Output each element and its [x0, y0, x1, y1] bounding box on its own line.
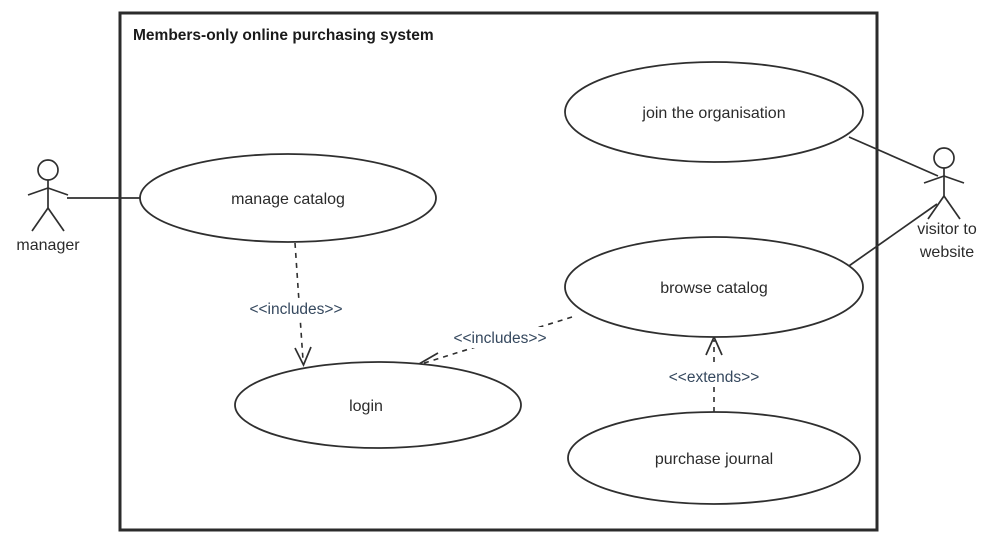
stereotype-label: <<includes>>	[453, 330, 546, 347]
actor-label: manager	[16, 237, 80, 254]
actor-leg-right-icon	[943, 195, 961, 220]
actor-arm-left-icon	[27, 187, 49, 196]
use-case-browse-catalog[interactable]: browse catalog	[564, 236, 864, 338]
use-case-ellipse	[234, 361, 522, 449]
use-case-ellipse	[564, 61, 864, 163]
stereotype-label-backdrop	[432, 327, 568, 348]
stereotype-includes-browse-catalog: <<includes>>	[432, 327, 568, 348]
actor-label-line-1: visitor to	[917, 221, 977, 238]
use-case-ellipse	[567, 411, 861, 505]
actor-arm-right-icon	[47, 187, 69, 196]
use-case-label: join the organisation	[641, 105, 785, 122]
stereotype-label-backdrop	[646, 366, 782, 387]
use-case-ellipse	[139, 153, 437, 243]
stereotype-label-backdrop	[228, 298, 364, 319]
association-browse-catalog-to-visitor	[845, 203, 938, 269]
actor-head-icon	[37, 159, 59, 181]
use-case-label: login	[349, 398, 383, 415]
actor-head-icon	[933, 147, 955, 169]
actor-leg-left-icon	[927, 195, 945, 220]
association-join-organisation-to-visitor	[848, 136, 939, 177]
use-case-label: browse catalog	[660, 280, 768, 297]
actor-arm-left-icon	[923, 175, 945, 184]
actor-manager[interactable]: manager	[16, 159, 80, 254]
use-case-label: purchase journal	[655, 451, 773, 468]
stereotype-includes-manage-catalog: <<includes>>	[228, 298, 364, 319]
dependency-browse-catalog-includes-login	[420, 316, 573, 365]
system-boundary-title: Members-only online purchasing system	[133, 27, 434, 44]
actor-leg-left-icon	[31, 207, 49, 232]
stereotype-label: <<includes>>	[249, 301, 342, 318]
actor-arm-right-icon	[943, 175, 965, 184]
stereotype-label: <<extends>>	[669, 369, 760, 386]
use-case-purchase-journal[interactable]: purchase journal	[567, 411, 861, 505]
use-case-ellipse	[564, 236, 864, 338]
use-case-manage-catalog[interactable]: manage catalog	[139, 153, 437, 243]
use-case-login[interactable]: login	[234, 361, 522, 449]
use-case-join-the-organisation[interactable]: join the organisation	[564, 61, 864, 163]
actor-leg-right-icon	[47, 207, 65, 232]
actor-label-line-2: website	[919, 244, 974, 261]
actor-visitor-to-website[interactable]: visitor to website	[917, 147, 977, 261]
arrowhead-includes-into-login-left	[294, 346, 312, 368]
use-case-label: manage catalog	[231, 191, 345, 208]
stereotype-extends-purchase-journal: <<extends>>	[646, 366, 782, 387]
